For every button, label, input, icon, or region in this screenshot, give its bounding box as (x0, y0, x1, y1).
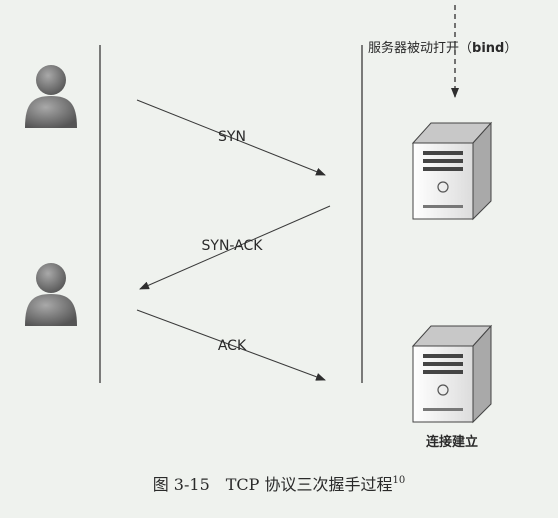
server-tower-icon (411, 324, 493, 424)
ack-label: ACK (218, 338, 247, 354)
syn-label: SYN (218, 129, 246, 145)
connection-established-label: 连接建立 (426, 434, 478, 450)
server-passive-open-note: 服务器被动打开（bind） (368, 40, 517, 56)
syn-arrow (136, 99, 326, 176)
ack-arrow (136, 309, 326, 381)
user-icon (25, 65, 77, 128)
syn-ack-arrow (139, 205, 331, 290)
user-icon (25, 263, 77, 326)
figure-caption: 图 3-15 TCP 协议三次握手过程10 (153, 475, 406, 494)
server-tower-icon (411, 121, 493, 221)
syn-ack-label: SYN-ACK (202, 238, 264, 254)
